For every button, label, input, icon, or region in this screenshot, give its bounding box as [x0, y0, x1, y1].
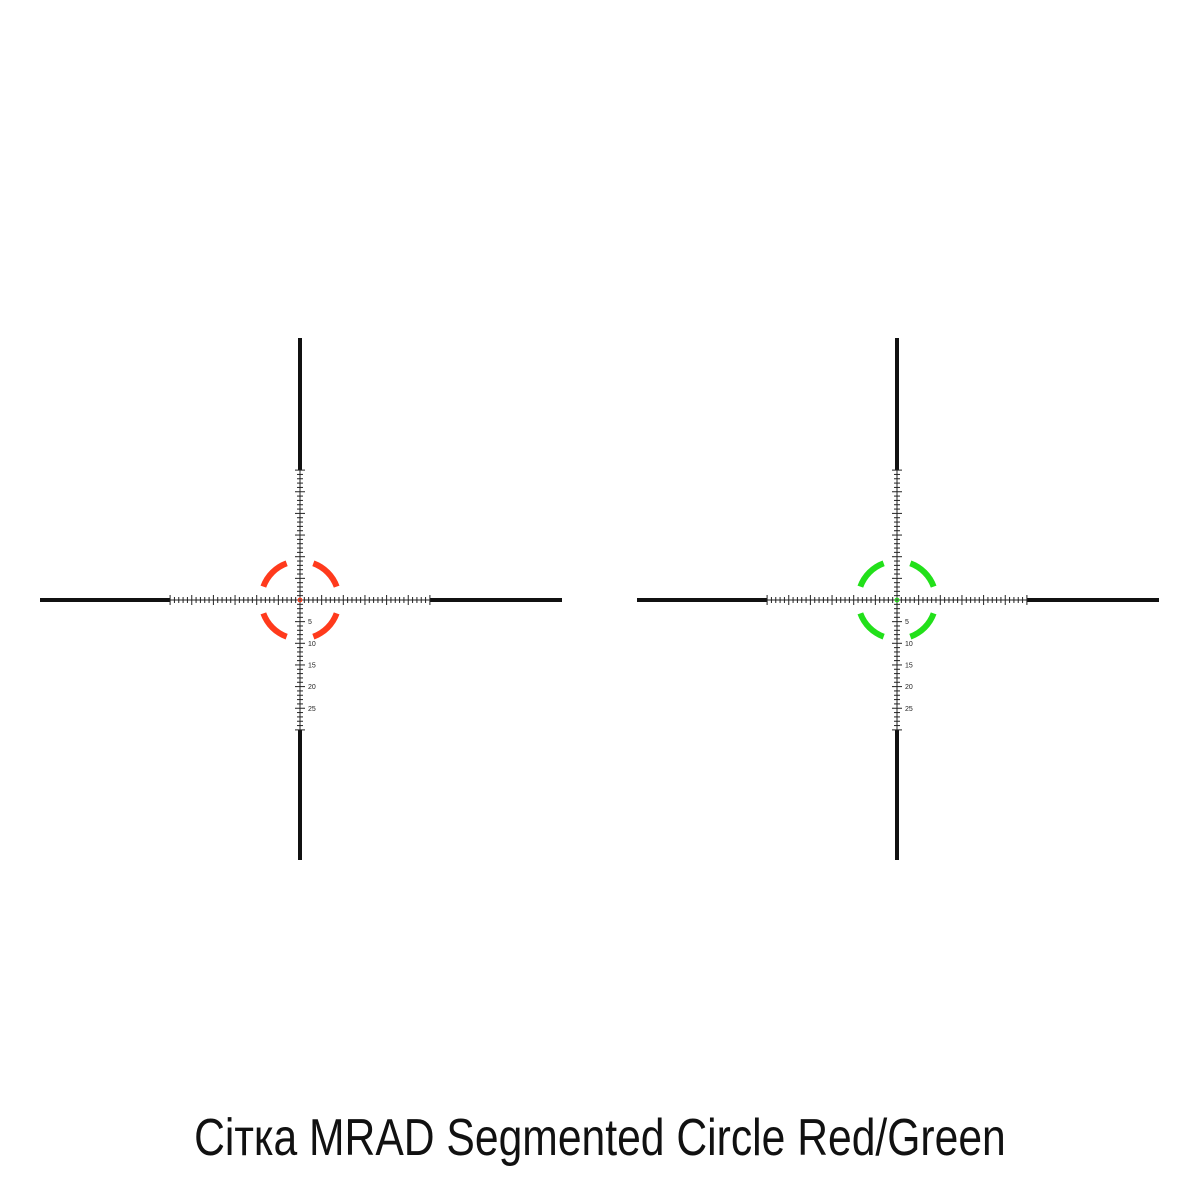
- circle-segment: [312, 612, 340, 640]
- scale-label: 20: [308, 684, 316, 691]
- scale-label: 15: [905, 662, 913, 669]
- caption-text: Сітка MRAD Segmented Circle Red/Green: [194, 1109, 1006, 1167]
- circle-segment: [857, 612, 885, 640]
- scale-label: 5: [308, 619, 312, 626]
- circle-segment: [909, 612, 937, 640]
- scale-label: 10: [905, 641, 913, 648]
- circle-segment: [260, 612, 288, 640]
- center-dot: [297, 597, 303, 603]
- circle-segment: [312, 560, 340, 588]
- scale-label: 25: [905, 706, 913, 713]
- scale-label: 10: [308, 641, 316, 648]
- scale-label: 5: [905, 619, 909, 626]
- center-dot: [894, 597, 900, 603]
- scale-label: 15: [308, 662, 316, 669]
- caption: Сітка MRAD Segmented Circle Red/Green: [0, 1108, 1200, 1168]
- circle-segment: [909, 560, 937, 588]
- circle-segment: [260, 560, 288, 588]
- reticle-green: 5 10 15 20 25: [637, 338, 1159, 860]
- scale-label: 20: [905, 684, 913, 691]
- circle-segment: [857, 560, 885, 588]
- scale-label: 25: [308, 706, 316, 713]
- reticle-red: 5 10 15 20 25: [40, 338, 562, 860]
